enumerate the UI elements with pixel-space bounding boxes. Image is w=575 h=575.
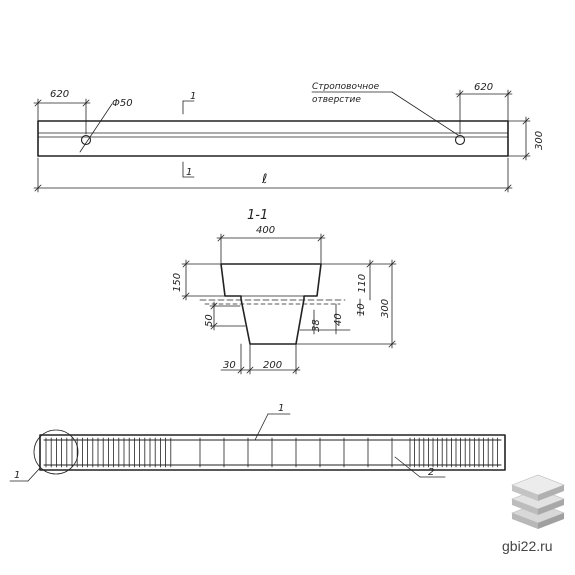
hole-leader — [79, 103, 113, 153]
section-view: 1-1 400 150 50 30 20 — [172, 208, 397, 375]
lifting-hole-left — [80, 134, 92, 146]
detail-circle — [33, 429, 79, 475]
dim-left-50: 50 — [204, 314, 215, 327]
callout-2-leader — [394, 456, 421, 478]
dim-left-150: 150 — [172, 273, 183, 292]
dim-length: ℓ — [261, 172, 267, 187]
lifting-hole-label-1: Строповочное — [312, 82, 380, 92]
dim-left-620: 620 — [50, 89, 69, 100]
site-logo-icon — [511, 474, 565, 529]
callout-1-leader — [254, 413, 269, 441]
reinforcement-outline — [39, 434, 506, 471]
stirrups — [45, 437, 498, 468]
dim-right-620: 620 — [474, 82, 493, 93]
hole-diameter-label: Φ50 — [112, 98, 133, 109]
reinforcement-view: 1 2 1 — [9, 403, 506, 482]
dim-right-110: 110 — [357, 274, 368, 293]
dim-right-38: 38 — [311, 319, 322, 332]
section-mark-bottom: 1 — [186, 167, 192, 178]
plan-view: 620 Φ50 1 1 Строповочное отверстие 620 3… — [33, 82, 545, 193]
lifting-hole-label-2: отверстие — [312, 95, 361, 105]
section-mark-top: 1 — [190, 91, 196, 102]
beam-outline — [37, 120, 509, 157]
callout-left: 1 — [14, 470, 20, 481]
site-url[interactable]: gbi22.ru — [502, 538, 553, 554]
callout-left-leader — [27, 467, 41, 482]
callout-1: 1 — [278, 403, 284, 414]
dim-top-width: 400 — [256, 225, 275, 236]
dim-bottom-200: 200 — [263, 360, 282, 371]
dim-height-300: 300 — [534, 131, 545, 150]
dim-bottom-30: 30 — [223, 360, 236, 371]
section-title: 1-1 — [247, 208, 268, 223]
callout-2: 2 — [428, 467, 434, 478]
lifting-hole-leader — [391, 91, 459, 136]
lifting-hole-right — [454, 134, 466, 146]
dim-right-40: 40 — [333, 313, 344, 326]
dim-right-10: 10 — [356, 303, 367, 316]
dim-total-300: 300 — [380, 299, 391, 318]
